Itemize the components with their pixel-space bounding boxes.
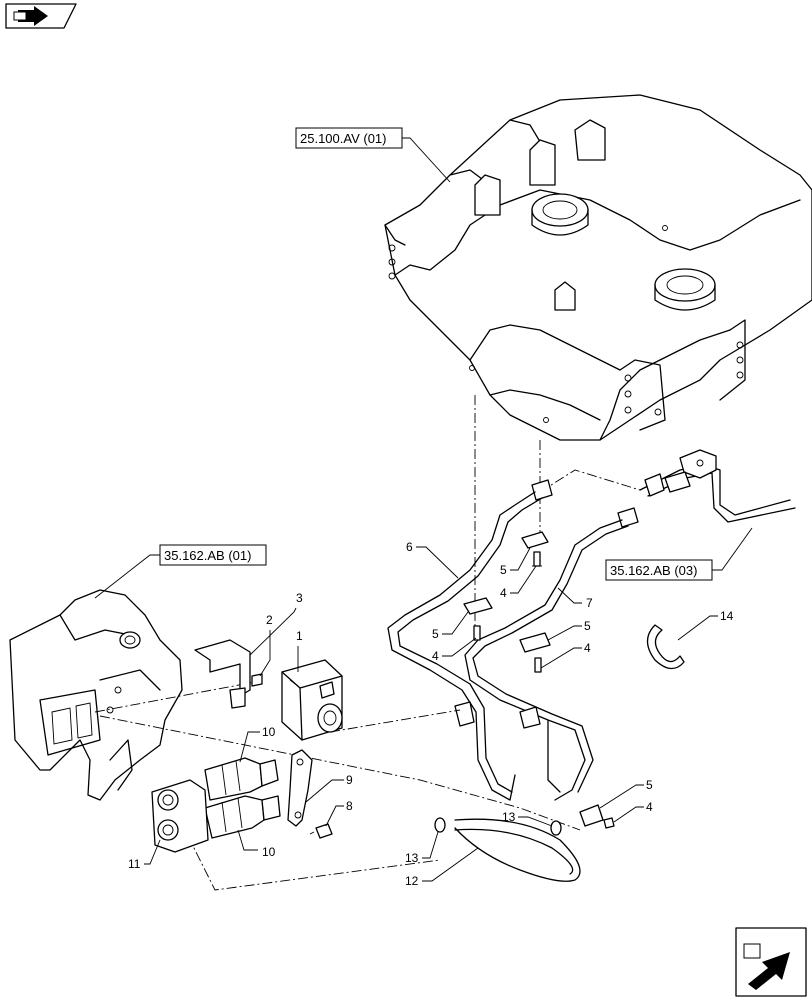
callout-14: 14	[720, 609, 734, 623]
clip-5-middle	[463, 597, 493, 641]
leader-6	[416, 546, 459, 579]
locator-line-left-upper	[94, 681, 256, 713]
callout-9: 9	[346, 773, 353, 787]
quick-coupler-10-upper	[204, 757, 279, 801]
ref-box-frame[interactable]: 25.100.AV (01)	[295, 127, 403, 149]
leader-5-right	[547, 625, 582, 641]
callout-1: 1	[296, 629, 303, 643]
ref-leader-frame	[402, 137, 451, 183]
hose-12	[454, 818, 581, 882]
previous-page-icon[interactable]	[5, 3, 77, 29]
callout-13-right: 13	[502, 810, 516, 824]
callout-6: 6	[406, 540, 413, 554]
hydraulic-pipe-6	[387, 479, 553, 801]
leader-5-lower	[599, 784, 644, 809]
clip-5-right	[519, 632, 551, 673]
strap-clip-14	[646, 624, 685, 670]
ref-box-left-assembly[interactable]: 35.162.AB (01)	[159, 544, 267, 566]
hydraulic-pipe-7	[464, 507, 639, 801]
hose-clamp-13-right	[550, 820, 562, 836]
callout-13-left: 13	[405, 851, 419, 865]
clip-5-lower	[579, 804, 615, 829]
leader-10-upper	[239, 731, 260, 763]
right-pipe-assembly	[639, 449, 796, 523]
callout-5-right: 5	[584, 619, 591, 633]
leader-13-left	[422, 831, 439, 859]
leader-8	[325, 805, 344, 827]
ref-label-right-pipe: 35.162.AB (03)	[610, 563, 697, 578]
callout-10-lower: 10	[262, 845, 276, 859]
screw-2	[251, 673, 263, 687]
locator-line-coupler	[329, 709, 461, 733]
leader-11	[144, 839, 161, 865]
leader-14	[677, 615, 718, 641]
ref-leader-right	[712, 527, 753, 571]
callout-5-lower: 5	[646, 778, 653, 792]
quick-coupler-10-lower	[204, 795, 281, 839]
locator-line-right	[539, 469, 641, 493]
locator-line-left-lower	[99, 715, 581, 831]
callout-3: 3	[296, 591, 303, 605]
ref-box-right-pipe[interactable]: 35.162.AB (03)	[605, 559, 713, 581]
callout-12: 12	[405, 874, 419, 888]
hose-clamp-13-left	[434, 817, 446, 833]
callout-4-upper: 4	[500, 586, 507, 600]
callout-4-right: 4	[584, 641, 591, 655]
bolt-8	[309, 823, 333, 839]
next-page-icon[interactable]	[735, 927, 807, 997]
leader-5-middle	[442, 611, 469, 635]
leader-12	[422, 847, 479, 882]
leader-5-upper	[510, 547, 531, 571]
leader-4-right	[540, 647, 582, 669]
left-lift-casting	[9, 589, 183, 801]
ref-label-frame: 25.100.AV (01)	[300, 131, 386, 146]
callout-8: 8	[346, 799, 353, 813]
leader-7	[557, 587, 582, 604]
callout-11: 11	[128, 857, 141, 871]
leader-2	[259, 630, 271, 677]
coupler-body-11	[151, 779, 209, 853]
front-frame-casting	[384, 94, 812, 441]
clip-5-upper	[521, 531, 549, 567]
ref-label-left-assembly: 35.162.AB (01)	[164, 548, 251, 563]
valve-block-1	[281, 659, 343, 741]
leader-10-lower	[237, 829, 258, 851]
leader-3	[249, 607, 297, 656]
callout-5-upper: 5	[500, 563, 507, 577]
leader-4-middle	[442, 637, 477, 657]
leader-4-upper	[510, 565, 537, 594]
callout-4-middle: 4	[432, 649, 439, 663]
callout-5-middle: 5	[432, 627, 439, 641]
leader-4-lower	[613, 806, 644, 823]
bracket-3	[194, 639, 251, 709]
callout-2: 2	[266, 613, 273, 627]
callout-4-lower: 4	[646, 800, 653, 814]
ref-leader-left	[94, 554, 160, 599]
plate-9	[287, 749, 313, 827]
callout-7: 7	[586, 596, 593, 610]
leader-13-right	[518, 816, 553, 827]
callout-10-upper: 10	[262, 725, 276, 739]
leader-9	[305, 779, 344, 803]
